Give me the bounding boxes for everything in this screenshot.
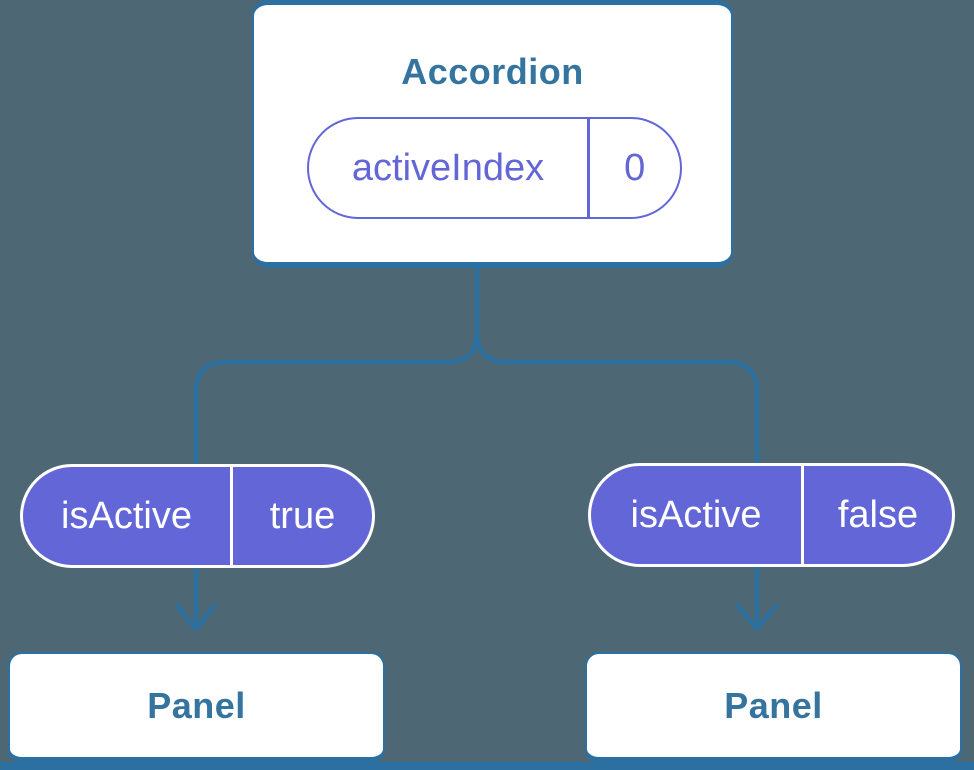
prop-pill-right-name: isActive — [630, 493, 762, 536]
accordion-node-title: Accordion — [401, 51, 584, 92]
panel-node-left-title: Panel — [147, 684, 246, 726]
state-pill-divider — [587, 119, 590, 217]
connector-right-branch — [474, 257, 760, 473]
bottom-edge-bar — [0, 762, 974, 770]
prop-pill-right-divider — [801, 466, 804, 564]
accordion-node: Accordion activeIndex 0 — [252, 0, 733, 268]
connector-left-arrow — [174, 559, 218, 632]
state-pill: activeIndex 0 — [307, 117, 682, 219]
prop-pill-right: isActive false — [588, 463, 955, 567]
prop-pill-left: isActive true — [20, 464, 375, 568]
prop-pill-left-divider — [230, 467, 233, 565]
prop-pill-left-name: isActive — [61, 494, 192, 537]
panel-node-right: Panel — [585, 652, 962, 763]
panel-node-right-title: Panel — [724, 684, 823, 726]
prop-pill-right-value: false — [837, 493, 919, 536]
panel-node-left: Panel — [8, 652, 385, 763]
state-pill-value: 0 — [624, 146, 646, 189]
connector-right-arrow — [735, 559, 779, 632]
state-pill-name: activeIndex — [351, 146, 545, 189]
prop-pill-left-value: true — [269, 494, 336, 537]
connector-left-branch — [193, 257, 480, 473]
